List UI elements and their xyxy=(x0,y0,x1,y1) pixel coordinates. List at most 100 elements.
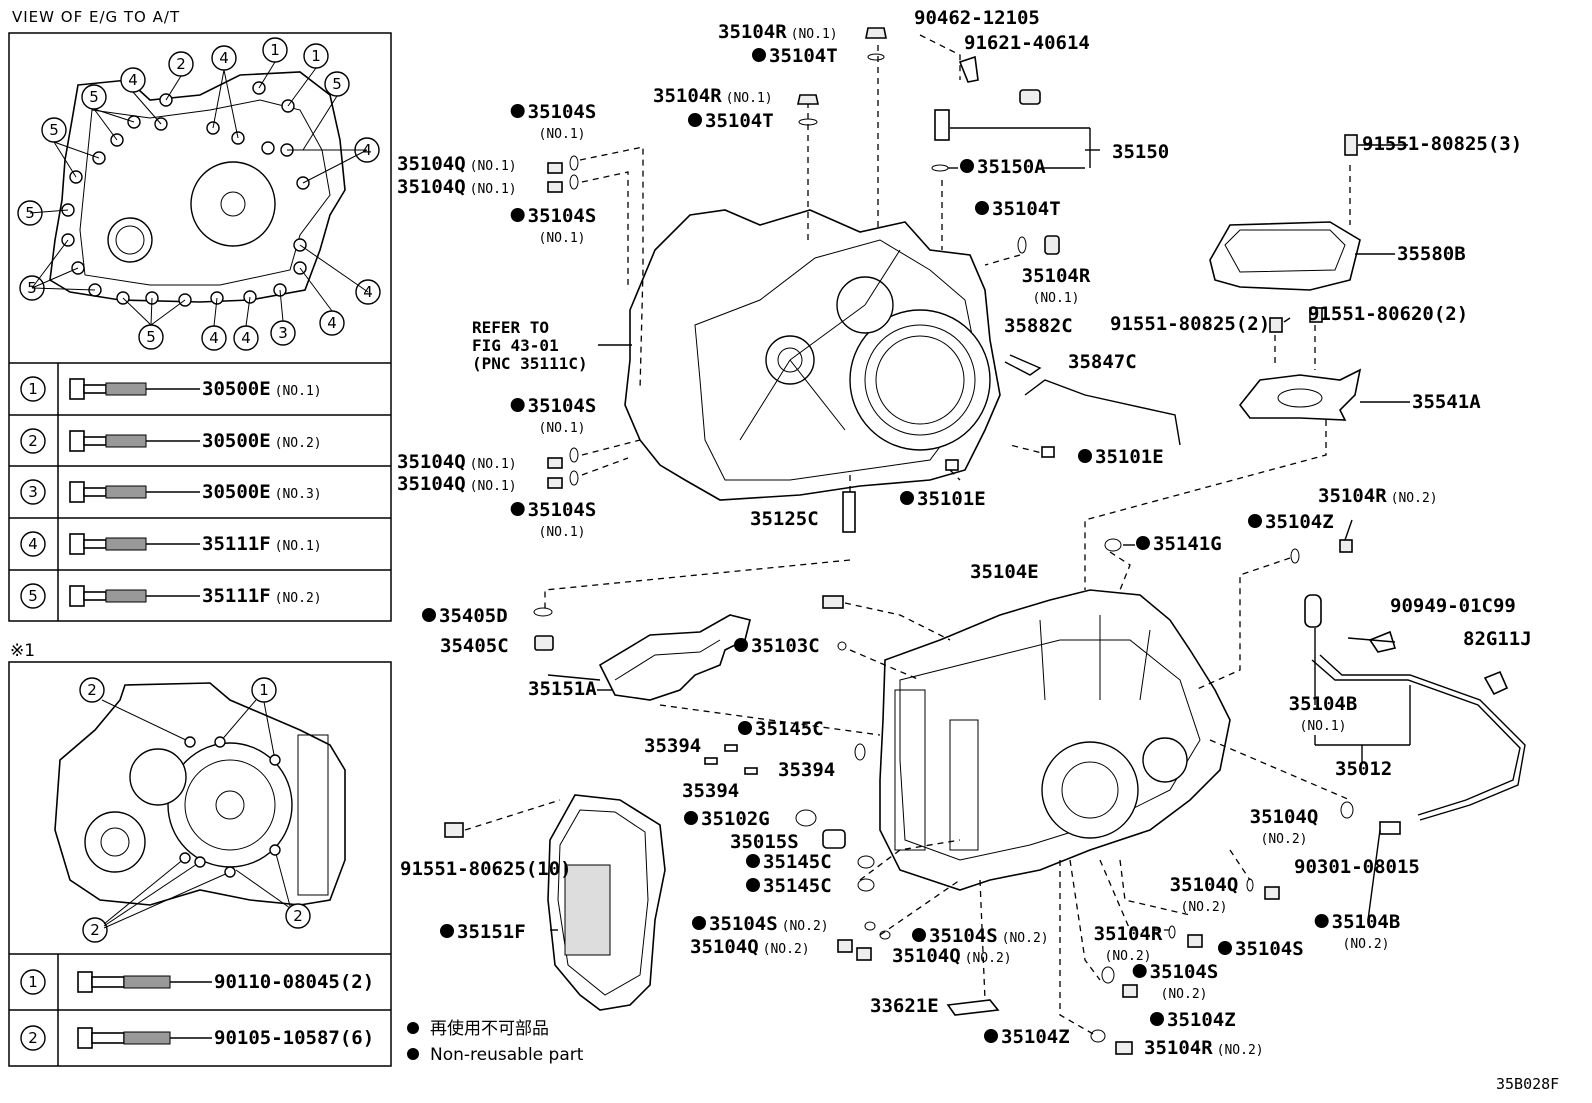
breather-hose xyxy=(1319,654,1526,821)
part-label: 35104Q(NO.2) xyxy=(690,936,810,958)
part-number: 35541A xyxy=(1412,391,1481,413)
bolt-part-number: 35111F xyxy=(202,533,271,555)
part-number: 35394 xyxy=(778,759,835,781)
dashed-leaders xyxy=(464,34,1351,1036)
part-suffix: (NO.2) xyxy=(1161,987,1208,1002)
callout-number: 5 xyxy=(146,328,156,346)
part-suffix: (NO.2) xyxy=(782,919,829,934)
non-reusable-dot xyxy=(752,48,766,62)
part-suffix: (NO.1) xyxy=(470,479,517,494)
part-label: 35151F xyxy=(440,921,526,943)
part-number: 35847C xyxy=(1068,351,1137,373)
non-reusable-dot xyxy=(692,916,706,930)
part-label: 91551-80825(3) xyxy=(1362,133,1522,155)
legend: 再使用不可部品 Non-reusable part xyxy=(407,1018,584,1065)
transmission-case xyxy=(879,589,1231,891)
part-label: 35104Z xyxy=(984,1026,1070,1048)
part-label: 35104Q(NO.2) xyxy=(1170,874,1239,915)
callout-number: 4 xyxy=(209,329,219,347)
part-label: 35104Z xyxy=(1150,1009,1236,1031)
oil-pan xyxy=(547,794,666,1011)
part-label: 35541A xyxy=(1412,391,1481,413)
part-suffix: (NO.2) xyxy=(1391,491,1438,506)
part-suffix: (NO.1) xyxy=(726,91,773,106)
non-reusable-dot xyxy=(684,811,698,825)
part-label: 35104S(NO.2) xyxy=(1132,961,1218,1002)
bolt-part-suffix: (NO.3) xyxy=(275,487,322,502)
part-label: 35882C xyxy=(1004,315,1073,337)
non-reusable-dot xyxy=(440,924,454,938)
part-number: 35104Q xyxy=(397,153,466,175)
part-label: 35104Q(NO.2) xyxy=(892,945,1012,967)
part-suffix: (NO.1) xyxy=(470,457,517,472)
non-reusable-dot xyxy=(422,608,436,622)
bolt-thread-icon xyxy=(105,434,147,448)
row-number: 2 xyxy=(28,432,38,450)
callout-circle: 4 xyxy=(233,325,259,351)
part-number: 82G11J xyxy=(1463,628,1532,650)
inset-view2-frame xyxy=(8,661,392,1067)
transaxle-housing xyxy=(624,209,1001,501)
part-label: 35104R (NO.2) xyxy=(1318,485,1438,507)
bolt-table-1 xyxy=(9,363,391,621)
part-label: 35104T xyxy=(752,45,838,67)
part-label: 35101E xyxy=(900,488,986,510)
oil-strainer-mesh xyxy=(564,864,611,956)
part-number: 35104Z xyxy=(1001,1026,1070,1048)
part-suffix: (NO.1) xyxy=(791,27,838,42)
callout-number: 4 xyxy=(327,314,337,332)
part-suffix: (NO.1) xyxy=(539,127,586,142)
part-label: 90301-08015 xyxy=(1294,856,1420,878)
bolt-hole xyxy=(179,852,191,864)
shift-pin xyxy=(1004,354,1042,376)
part-number: 35104S xyxy=(528,101,597,123)
solid-leaders xyxy=(547,127,1411,931)
part-number: 35104S xyxy=(1235,938,1304,960)
part-label: 35012 xyxy=(1335,758,1392,780)
part-label: 35580B xyxy=(1397,243,1466,265)
bolt-thread-icon xyxy=(123,975,171,989)
part-label: 35394 xyxy=(778,759,835,781)
part-number: 91551-80620(2) xyxy=(1308,303,1468,325)
part-number: 35104S xyxy=(528,499,597,521)
part-label: 35145C xyxy=(746,875,832,897)
row-number: 2 xyxy=(28,1029,38,1047)
row-number: 1 xyxy=(28,380,38,398)
part-number: 35101E xyxy=(917,488,986,510)
callout-number: 2 xyxy=(87,681,97,699)
part-label: 35104S(NO.2) xyxy=(692,913,829,935)
callout-circle: 5 xyxy=(41,117,67,143)
non-reusable-dot xyxy=(746,878,760,892)
breather-hose-edge xyxy=(1311,659,1521,816)
non-reusable-dot xyxy=(1078,449,1092,463)
row-number: 5 xyxy=(28,587,38,605)
part-suffix: (NO.2) xyxy=(1261,832,1308,847)
non-reusable-dot xyxy=(734,638,748,652)
non-reusable-dot xyxy=(510,502,525,516)
callout-circle: 1 xyxy=(262,37,288,63)
non-reusable-dot xyxy=(1150,1012,1164,1026)
callout-number: 5 xyxy=(332,75,342,93)
part-label: 91551-80625(10) xyxy=(400,858,572,880)
callout-number: 4 xyxy=(128,71,138,89)
non-reusable-dot xyxy=(746,854,760,868)
callout-circle: 4 xyxy=(319,310,345,336)
figure-code: 35B028F xyxy=(1496,1075,1559,1093)
bolt-thread-icon xyxy=(105,485,147,499)
non-reusable-dot xyxy=(1248,514,1262,528)
part-number: 35101E xyxy=(1095,446,1164,468)
part-label: 35104Q(NO.1) xyxy=(397,451,517,473)
part-number: 35102G xyxy=(701,808,770,830)
part-suffix: (NO.2) xyxy=(1105,949,1152,964)
part-number: 35104R xyxy=(1318,485,1387,507)
part-label: 35104T xyxy=(688,110,774,132)
part-label: 35104R(NO.2) xyxy=(1144,1037,1264,1059)
part-label: 35104Q(NO.2) xyxy=(1250,806,1319,847)
callout-circle: 2 xyxy=(168,51,194,77)
